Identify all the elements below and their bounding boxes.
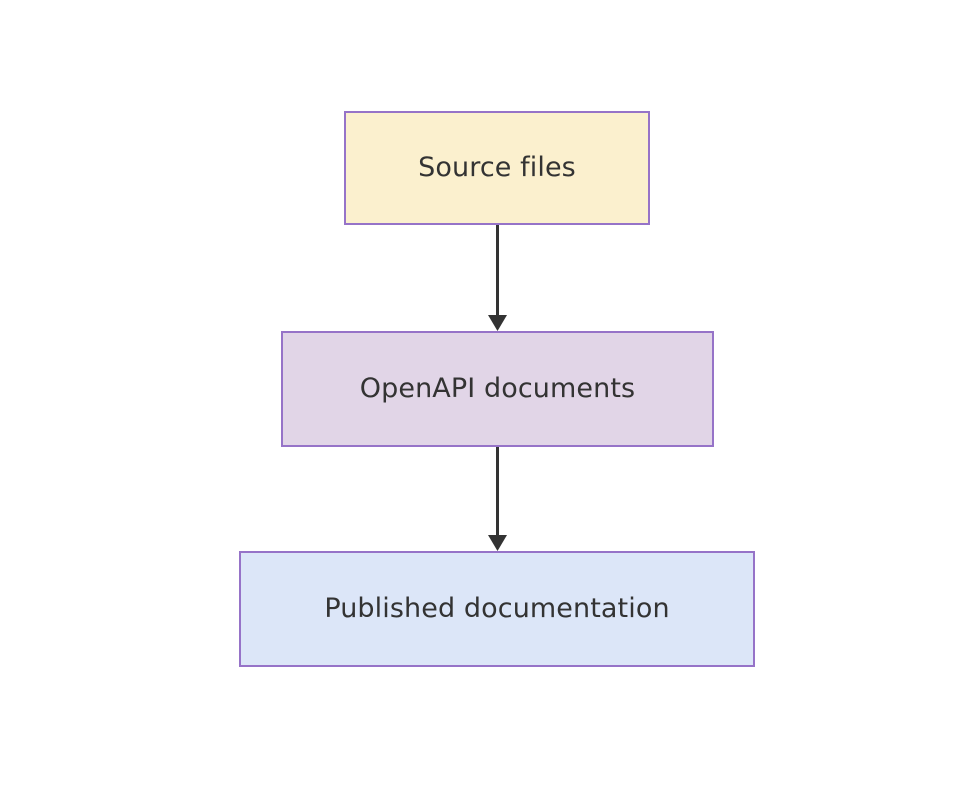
node-source-files[interactable]: Source files xyxy=(344,111,650,225)
arrowhead-icon xyxy=(488,315,507,331)
node-openapi-documents[interactable]: OpenAPI documents xyxy=(281,331,714,447)
edge-openapi-documents-to-published-documentation xyxy=(488,447,507,551)
node-published-documentation-label: Published documentation xyxy=(324,593,670,625)
edge-source-files-to-openapi-documents xyxy=(488,225,507,331)
node-openapi-documents-label: OpenAPI documents xyxy=(359,373,636,405)
node-source-files-label: Source files xyxy=(418,152,576,184)
arrowhead-icon xyxy=(488,535,507,551)
node-published-documentation[interactable]: Published documentation xyxy=(239,551,755,667)
